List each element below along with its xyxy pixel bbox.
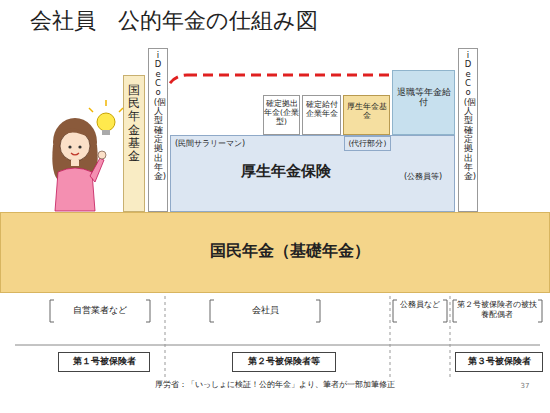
node-text: iDeCo(個人型確定拠出年金) (154, 51, 163, 182)
node-text: 厚生年金保険 (211, 162, 361, 180)
node-text: 厚生年金基金 (344, 102, 389, 120)
pension-box: 確定拠出年金(企業型) (263, 95, 300, 135)
group-label: 自営業者など (55, 305, 145, 316)
divider-line (15, 345, 540, 346)
source-caption: 厚労省：「いっしょに検証！公的年金」より、筆者が一部加筆修正 (60, 380, 490, 390)
node-text: 確定給付企業年金 (303, 100, 340, 118)
group-dividers (165, 296, 450, 378)
fund-column: 国民年金基金 (123, 75, 145, 212)
employee-pension-box: (民間サラリーマン) 厚生年金保険 (公務員等) (代行部分) (170, 135, 455, 212)
insured-box: 第３号被保険者 (455, 352, 543, 372)
node-text: (民間サラリーマン) (175, 139, 325, 149)
node-text: (公務員等) (393, 172, 453, 182)
node-text: 第１号被保険者 (59, 356, 149, 367)
node-text: 国民年金（基礎年金） (31, 241, 549, 260)
basic-pension-band: 国民年金（基礎年金） (0, 212, 550, 293)
node-text: 第３号被保険者 (456, 356, 542, 367)
group-label: 第２号被保険者の被扶養配偶者 (457, 300, 537, 319)
insured-box: 第２号被保険者等 (232, 352, 336, 372)
group-label: 公務員など (398, 300, 442, 310)
node-text: iDeCo(個人型確定拠出年金) (464, 51, 473, 182)
node-text: 国民年金基金 (128, 84, 140, 163)
page-number: 37 (515, 382, 535, 390)
pension-box: 確定給付企業年金 (302, 95, 341, 135)
node-text: (代行部分) (345, 139, 390, 148)
node-text: 第２号被保険者等 (233, 356, 335, 367)
page-title: 会社員 公的年金の仕組み図 (30, 8, 318, 34)
pension-box: 厚生年金基金 (343, 95, 390, 135)
woman-illustration (52, 100, 123, 211)
node-text: 確定拠出年金(企業型) (264, 99, 299, 126)
brackets (50, 300, 542, 322)
proxy-box: (代行部分) (344, 136, 391, 151)
pension-box: 退職等年金給付 (392, 70, 455, 135)
group-label: 会社員 (220, 305, 310, 316)
ideco-column: iDeCo(個人型確定拠出年金) (148, 48, 168, 212)
insured-box: 第１号被保険者 (58, 352, 150, 372)
node-text: 退職等年金給付 (393, 87, 454, 107)
ideco-column: iDeCo(個人型確定拠出年金) (458, 48, 478, 212)
